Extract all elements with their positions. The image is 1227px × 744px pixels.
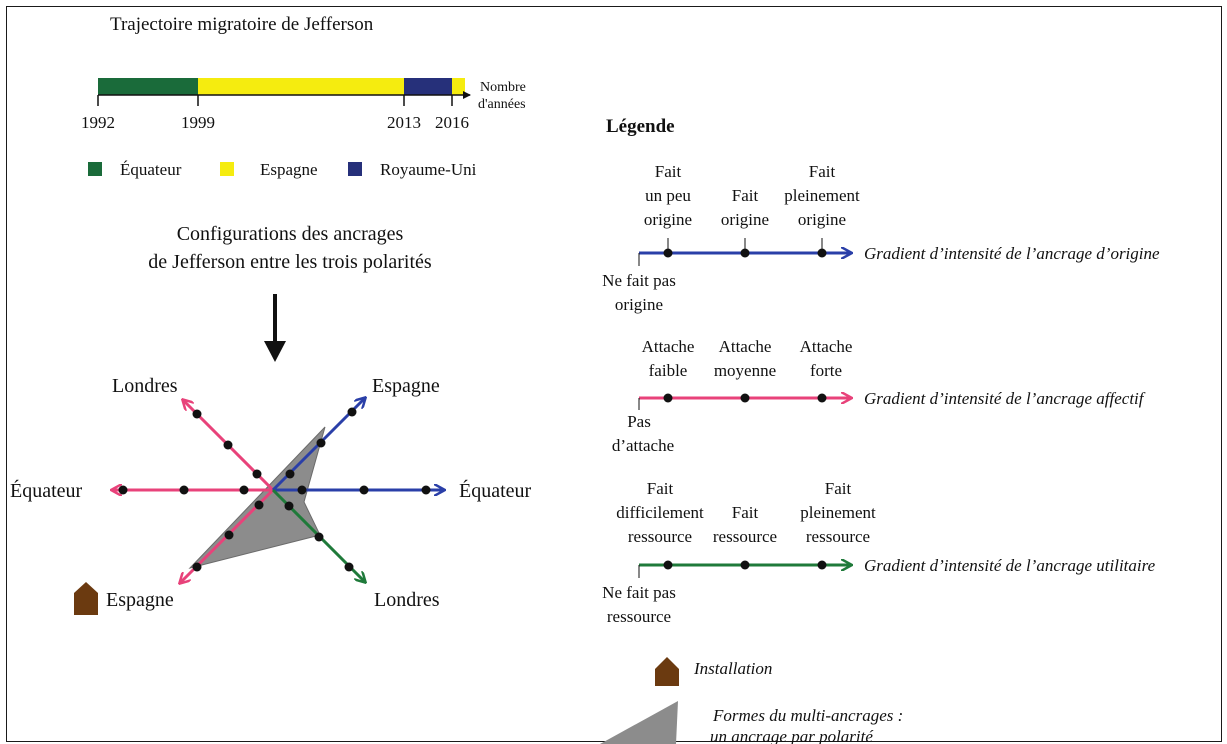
utilitarian-point-2-line1: Fait: [732, 503, 759, 522]
affective-dot: [663, 393, 673, 403]
utilitarian-start-line2: ressource: [607, 607, 671, 626]
utilitarian-point-3-line2: pleinement: [800, 503, 876, 522]
origin-point-2-line2: origine: [721, 210, 769, 229]
point-londres-bottom-3: [344, 562, 354, 572]
year-label: 2013: [387, 113, 421, 132]
origin-gradient-label: Gradient d’intensité de l’ancrage d’orig…: [864, 244, 1160, 263]
point-londres-top-3: [192, 409, 202, 419]
legend-spain: Espagne: [260, 160, 318, 179]
affective-start-line2: d’attache: [612, 436, 674, 455]
point-equateur-left-1: [239, 485, 249, 495]
axis-label-bottom-right: Londres: [374, 589, 440, 611]
axis-label-line1: Nombre: [480, 80, 526, 95]
multi-anchor-shape: [188, 426, 326, 569]
point-espagne-bottom-2: [224, 530, 234, 540]
point-equateur-right-3: [421, 485, 431, 495]
shape-label-line2: un ancrage par polarité: [710, 727, 874, 744]
period-spain: [198, 78, 404, 95]
origin-point-1-line3: origine: [644, 210, 692, 229]
utilitarian-point-1-line3: ressource: [628, 527, 692, 546]
timeline-bar: [97, 78, 471, 106]
point-espagne-top-1: [285, 469, 295, 479]
point-equateur-right-1: [297, 485, 307, 495]
utilitarian-dot: [740, 560, 750, 570]
point-equateur-left-3: [118, 485, 128, 495]
origin-start-line2: origine: [615, 295, 663, 314]
affective-gradient: Attache faible Attache moyenne Attache f…: [612, 337, 1146, 455]
legend-swatch-ecuador: [88, 162, 102, 176]
legend-ecuador: Équateur: [120, 160, 182, 179]
point-londres-top-2: [223, 440, 233, 450]
timeline-title: Trajectoire migratoire de Jefferson: [110, 14, 374, 35]
origin-gradient: Fait un peu origine Fait origine Fait pl…: [602, 162, 1160, 314]
utilitarian-dot: [663, 560, 673, 570]
utilitarian-gradient-label: Gradient d’intensité de l’ancrage utilit…: [864, 556, 1156, 575]
year-label: 1992: [81, 113, 115, 132]
config-title-line1: Configurations des ancrages: [177, 223, 404, 245]
origin-point-3-line1: Fait: [809, 162, 836, 181]
origin-start-line1: Ne fait pas: [602, 271, 676, 290]
axis-label-line2: d'années: [478, 97, 526, 112]
origin-point-3-line2: pleinement: [784, 186, 860, 205]
axis-label-top-left: Londres: [112, 375, 178, 397]
origin-point-1-line2: un peu: [645, 186, 691, 205]
point-espagne-bottom-1: [254, 500, 264, 510]
affective-point-2-line2: moyenne: [714, 361, 776, 380]
legend-uk: Royaume-Uni: [380, 160, 477, 179]
period-ecuador: [98, 78, 198, 95]
point-londres-bottom-2: [314, 532, 324, 542]
affective-point-1-line1: Attache: [642, 337, 695, 356]
affective-dot: [817, 393, 827, 403]
shape-legend-swatch: [600, 701, 678, 744]
utilitarian-point-3-line3: ressource: [806, 527, 870, 546]
period-after: [452, 78, 465, 95]
point-espagne-top-2: [316, 438, 326, 448]
axis-label-bottom-left: Espagne: [106, 589, 174, 611]
point-equateur-left-2: [179, 485, 189, 495]
affective-point-1-line2: faible: [649, 361, 688, 380]
origin-point-3-line3: origine: [798, 210, 846, 229]
down-arrow-icon: [264, 294, 286, 362]
year-label: 1999: [181, 113, 215, 132]
affective-start-line1: Pas: [627, 412, 651, 431]
utilitarian-point-1-line2: difficilement: [616, 503, 704, 522]
utilitarian-gradient: Fait difficilement ressource Fait ressou…: [602, 479, 1155, 626]
legend-swatch-uk: [348, 162, 362, 176]
config-title-line2: de Jefferson entre les trois polarités: [148, 251, 432, 273]
installation-label: Installation: [693, 659, 772, 678]
point-londres-top-1: [252, 469, 262, 479]
shape-label-line1: Formes du multi-ancrages :: [712, 706, 903, 725]
affective-gradient-label: Gradient d’intensité de l’ancrage affect…: [864, 389, 1146, 408]
origin-dot: [740, 248, 750, 258]
point-espagne-bottom-3: [192, 562, 202, 572]
affective-point-2-line1: Attache: [719, 337, 772, 356]
utilitarian-dot: [817, 560, 827, 570]
affective-dot: [740, 393, 750, 403]
affective-point-3-line1: Attache: [800, 337, 853, 356]
axis-label-right: Équateur: [459, 479, 532, 502]
point-equateur-right-2: [359, 485, 369, 495]
affective-point-3-line2: forte: [810, 361, 842, 380]
axis-label-left: Équateur: [10, 479, 83, 502]
house-icon: [74, 582, 98, 615]
origin-point-2-line1: Fait: [732, 186, 759, 205]
origin-point-1-line1: Fait: [655, 162, 682, 181]
origin-dot: [663, 248, 673, 258]
installation-house-icon: [655, 657, 679, 686]
utilitarian-start-line1: Ne fait pas: [602, 583, 676, 602]
point-espagne-top-3: [347, 407, 357, 417]
legend-swatch-spain: [220, 162, 234, 176]
legend-heading: Légende: [606, 116, 675, 137]
point-londres-bottom-1: [284, 501, 294, 511]
axis-label-top-right: Espagne: [372, 375, 440, 397]
period-uk: [404, 78, 452, 95]
utilitarian-point-3-line1: Fait: [825, 479, 852, 498]
year-label: 2016: [435, 113, 469, 132]
axis-points: [118, 407, 431, 572]
utilitarian-point-2-line2: ressource: [713, 527, 777, 546]
utilitarian-point-1-line1: Fait: [647, 479, 674, 498]
origin-dot: [817, 248, 827, 258]
